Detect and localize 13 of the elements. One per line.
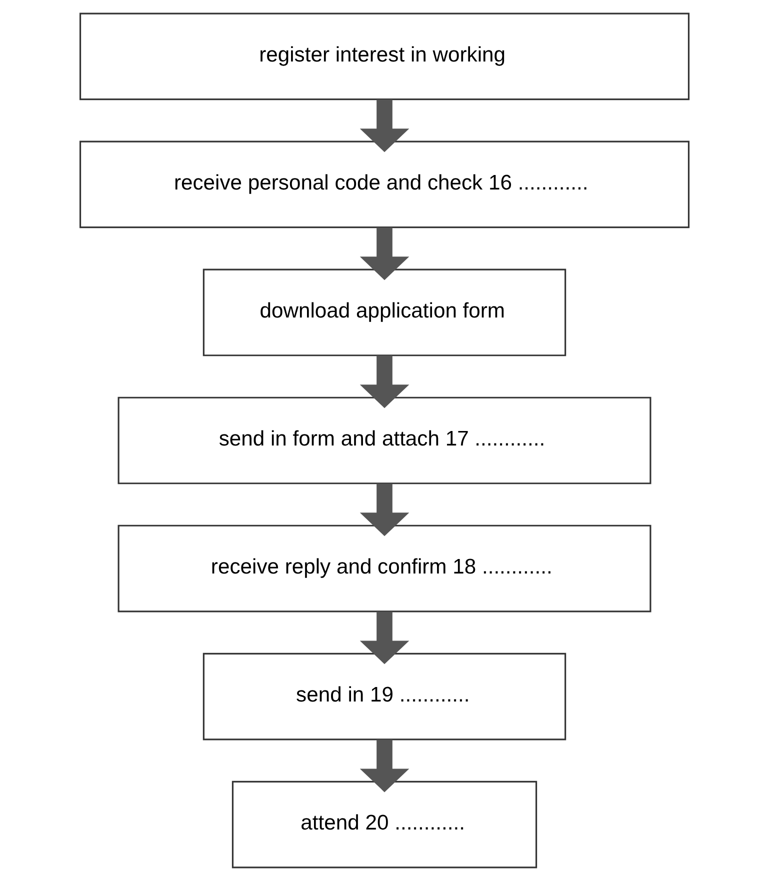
arrow — [360, 356, 410, 408]
node-box: download application form — [202, 268, 566, 356]
node-box: receive personal code and check 16 ............ — [79, 140, 690, 228]
node-box: attend 20 ............ — [232, 780, 538, 868]
arrow — [360, 228, 410, 280]
arrow — [360, 484, 410, 536]
arrow — [360, 100, 410, 152]
node-box: receive reply and confirm 18 ............ — [118, 524, 652, 612]
arrow — [360, 740, 410, 792]
node-box: register interest in working — [79, 12, 690, 100]
node-box: send in form and attach 17 ............ — [118, 396, 652, 484]
node-box: send in 19 ............ — [202, 652, 566, 740]
arrow — [360, 612, 410, 664]
